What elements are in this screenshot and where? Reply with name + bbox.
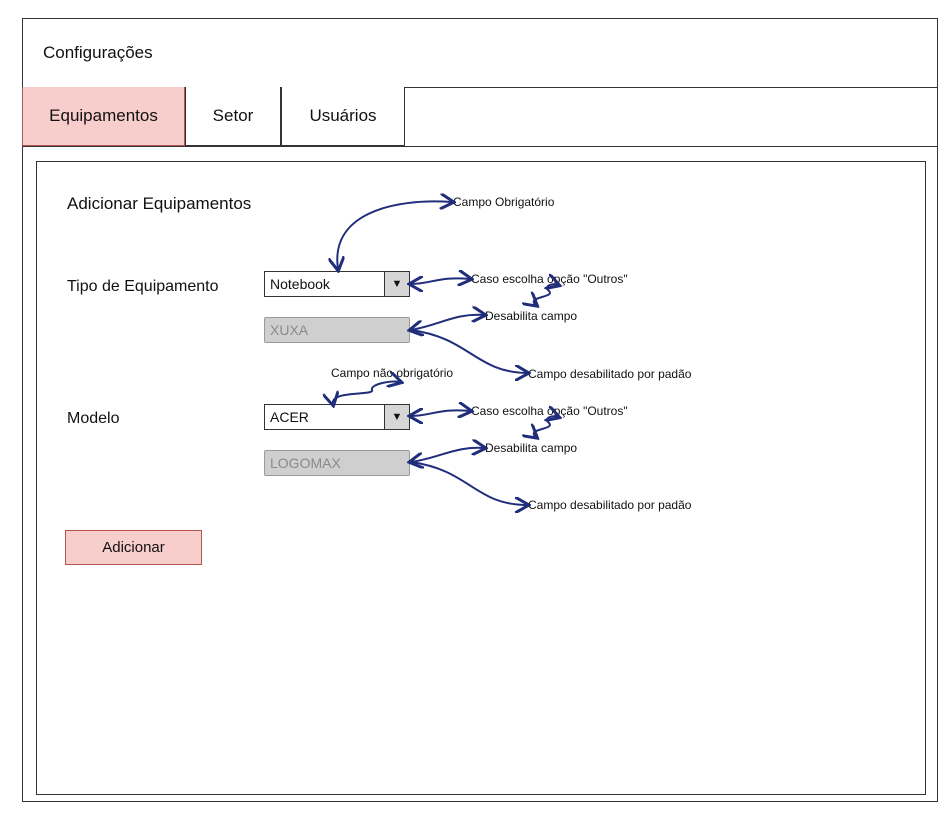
tab-equipamentos[interactable]: Equipamentos [22, 87, 185, 146]
note-if-other-modelo: Caso escolha opção "Outros" [471, 404, 628, 418]
tab-bar: Equipamentos Setor Usuários [22, 87, 938, 147]
modelo-value: ACER [270, 409, 309, 425]
note-disables-tipo: Desabilita campo [485, 309, 578, 323]
modelo-outros-input[interactable] [264, 450, 410, 476]
tipo-equipamento-label: Tipo de Equipamento [67, 278, 219, 295]
page-title: Configurações [43, 43, 153, 62]
tipo-equipamento-select[interactable]: Notebook ▼ [264, 271, 410, 297]
note-optional: Campo não obrigatório [331, 366, 454, 380]
title-bar: Configurações [22, 18, 938, 88]
window-frame [22, 18, 938, 802]
note-disables-modelo: Desabilita campo [485, 441, 578, 455]
tipo-outros-input[interactable] [264, 317, 410, 343]
tipo-equipamento-value: Notebook [270, 276, 330, 292]
note-if-other-tipo: Caso escolha opção "Outros" [471, 272, 628, 286]
tab-setor[interactable]: Setor [185, 87, 281, 146]
form-heading: Adicionar Equipamentos [67, 194, 252, 213]
chevron-down-icon[interactable]: ▼ [384, 272, 409, 296]
note-required: Campo Obrigatório [453, 195, 555, 209]
chevron-down-icon[interactable]: ▼ [384, 405, 409, 429]
tab-usuarios[interactable]: Usuários [281, 87, 405, 146]
modelo-select[interactable]: ACER ▼ [264, 404, 410, 430]
note-disabled-default-modelo: Campo desabilitado por padão [528, 498, 692, 512]
modelo-label: Modelo [67, 410, 120, 427]
form-panel [36, 161, 926, 795]
note-disabled-default-tipo: Campo desabilitado por padão [528, 367, 692, 381]
add-button[interactable]: Adicionar [65, 530, 202, 565]
